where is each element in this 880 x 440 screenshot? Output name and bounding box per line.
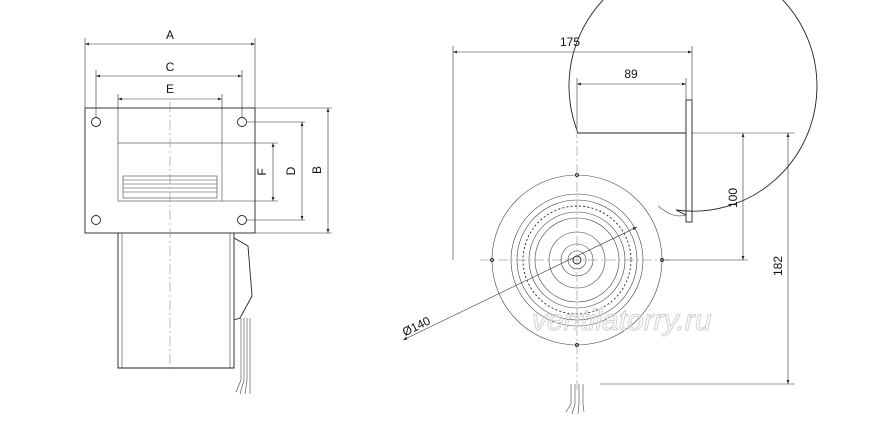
label-c: C	[166, 60, 175, 74]
label-b: B	[310, 166, 324, 174]
label-175: 175	[560, 35, 580, 49]
watermark: ventilatorry.ru	[532, 304, 712, 337]
label-f: F	[255, 168, 269, 175]
power-cable	[235, 318, 251, 395]
scroll-housing	[568, 0, 818, 216]
dim-line-diameter	[402, 226, 638, 341]
mounting-hole-top-left	[91, 117, 101, 127]
mounting-hole-top-right	[237, 117, 247, 127]
label-d: D	[284, 166, 298, 175]
mounting-hole-bottom-left	[91, 215, 101, 225]
housing-body	[117, 233, 235, 369]
label-100: 100	[726, 188, 740, 208]
motor-housing	[233, 237, 253, 321]
mounting-hole-bottom-right	[237, 215, 247, 225]
label-182: 182	[771, 256, 785, 276]
outlet-flange	[685, 99, 693, 223]
label-a: A	[166, 28, 174, 42]
front-power-cable	[565, 384, 585, 415]
label-diameter: Ø140	[400, 314, 433, 340]
label-e: E	[166, 82, 174, 96]
side-view: A C E F D B	[84, 28, 332, 395]
label-89: 89	[624, 67, 638, 81]
front-view: 175 89 100 182 Ø140	[400, 0, 818, 415]
